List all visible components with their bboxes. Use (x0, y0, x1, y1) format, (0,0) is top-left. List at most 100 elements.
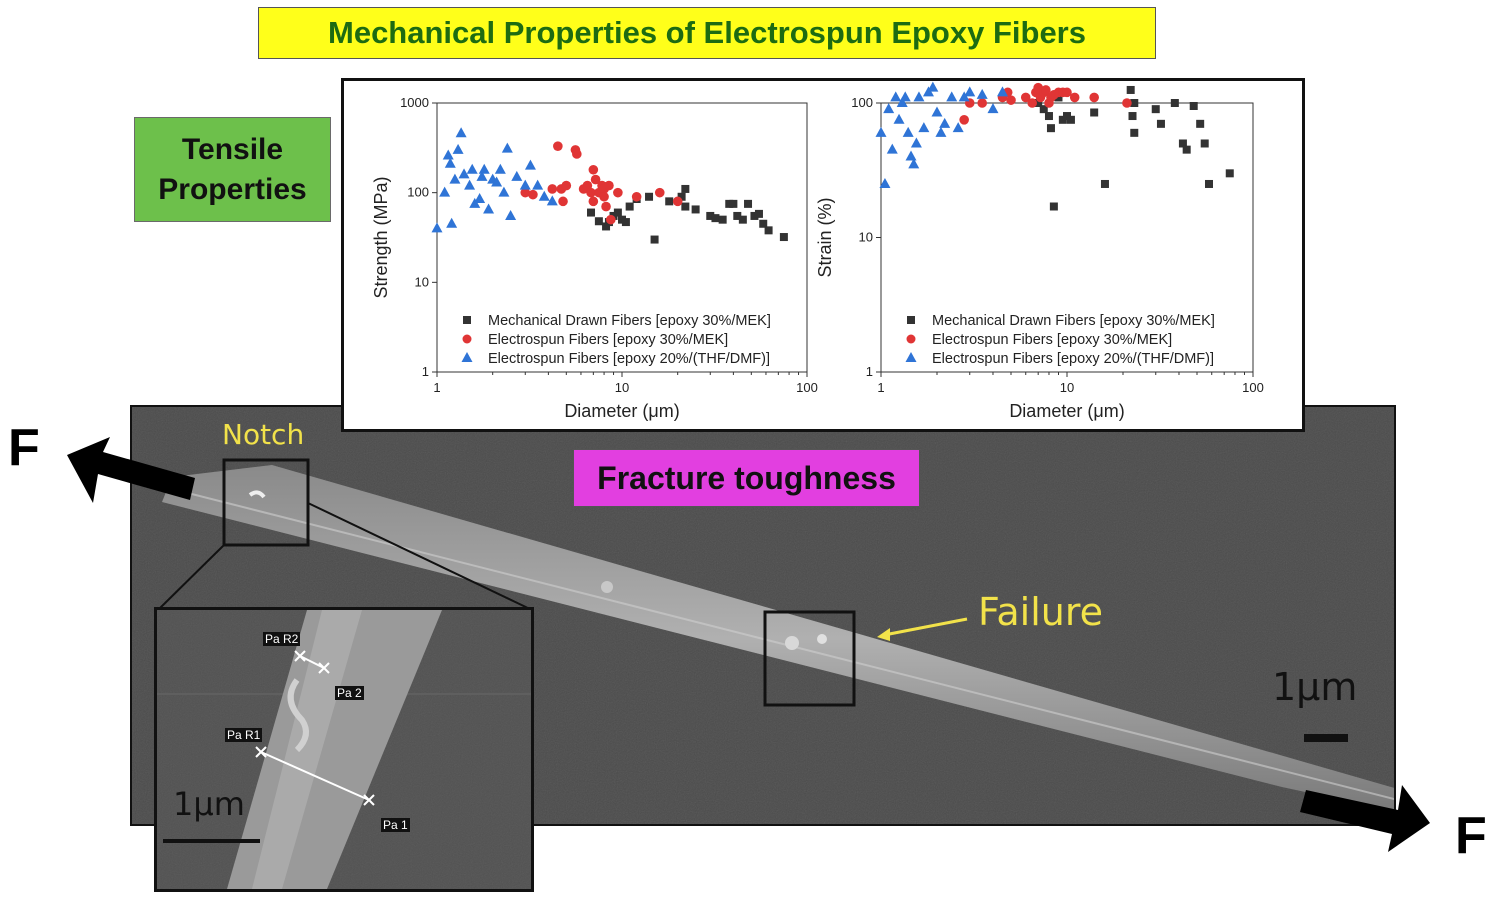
chart-1-point-electrospun-30 (599, 191, 609, 202)
chart-2-point-electrospun-20 (939, 117, 951, 128)
zoom-line-left (157, 544, 225, 611)
chart-2-point-mechanical (1034, 99, 1043, 107)
chart-2-point-electrospun-20 (875, 126, 887, 137)
chart-2-point-electrospun-20 (910, 137, 922, 148)
chart-1-x-tick-label: 10 (615, 380, 629, 395)
chart-2-point-mechanical (1200, 139, 1209, 148)
chart-2-point-mechanical (1196, 119, 1205, 128)
chart-2-y-tick-label: 100 (851, 95, 873, 110)
chart-1-y-tick-label: 100 (407, 185, 429, 200)
chart-1-y-tick-label: 10 (415, 274, 429, 289)
chart-2-point-mechanical (1054, 93, 1063, 102)
measure-line-2 (299, 655, 325, 669)
failure-debris (785, 636, 799, 650)
chart-2-point-mechanical (1046, 124, 1055, 133)
chart-1-point-electrospun-20 (446, 217, 458, 228)
chart-2-legend-marker (906, 334, 916, 344)
chart-2-point-electrospun-20 (908, 158, 920, 169)
chart-2-point-mechanical (1170, 99, 1179, 107)
chart-2-point-electrospun-20 (987, 103, 999, 114)
chart-2-legend-marker (907, 316, 915, 324)
chart-2-point-electrospun-20 (890, 91, 902, 102)
failure-arrow (883, 617, 968, 637)
chart-1-point-electrospun-30 (601, 201, 611, 212)
chart-1-point-mechanical (665, 197, 674, 206)
chart-2-point-electrospun-20 (958, 91, 970, 102)
force-arrow-right (1300, 785, 1430, 852)
figure-title: Mechanical Properties of Electrospun Epo… (328, 15, 1086, 50)
chart-1-point-mechanical (750, 211, 759, 220)
chart-1-point-mechanical (602, 222, 611, 231)
chart-1-point-electrospun-20 (519, 179, 531, 190)
scale-bar-inset-label: 1μm (173, 785, 245, 823)
scale-bar-inset (163, 839, 260, 843)
chart-1-point-electrospun-30 (604, 180, 614, 191)
chart-2-point-electrospun-20 (946, 91, 958, 102)
chart-2-point-mechanical (1058, 115, 1067, 124)
chart-2-point-mechanical (1204, 179, 1213, 188)
chart-1-point-mechanical (759, 219, 768, 228)
measure-label-pa-r2: Pa R2 (263, 632, 301, 646)
chart-1-point-electrospun-20 (483, 203, 495, 214)
chart-2-point-mechanical (1182, 145, 1191, 154)
chart-1-point-mechanical (625, 202, 634, 211)
chart-1-point-electrospun-20 (491, 176, 503, 187)
chart-1-point-mechanical (621, 218, 630, 227)
chart-2-point-electrospun-30 (1041, 85, 1051, 95)
chart-1-point-mechanical (691, 205, 700, 214)
chart-2-point-electrospun-20 (886, 143, 898, 154)
chart-1-point-mechanical (729, 199, 738, 208)
chart-2-point-electrospun-30 (1027, 98, 1038, 108)
chart-2-point-electrospun-20 (996, 86, 1008, 97)
chart-1-point-electrospun-20 (455, 127, 467, 138)
chart-2-point-electrospun-20 (902, 126, 914, 137)
chart-1-point-electrospun-20 (498, 186, 510, 197)
chart-1-point-electrospun-20 (452, 143, 464, 154)
chart-2-point-electrospun-30 (1069, 92, 1080, 103)
chart-1-point-electrospun-30 (528, 189, 538, 200)
chart-1-point-mechanical (744, 199, 753, 208)
inset-drawing (157, 610, 531, 889)
chart-1-point-electrospun-20 (524, 159, 536, 170)
chart-1-legend-label: Electrospun Fibers [epoxy 20%/(THF/DMF)] (488, 351, 770, 367)
chart-1-legend-marker (461, 352, 473, 362)
chart-1-legend-label: Mechanical Drawn Fibers [epoxy 30%/MEK] (488, 313, 771, 329)
chart-1-point-electrospun-30 (672, 196, 683, 207)
chart-2-point-electrospun-20 (899, 91, 911, 102)
chart-2-point-mechanical (1189, 101, 1198, 110)
chart-2-point-electrospun-30 (959, 115, 969, 125)
chart-1-point-electrospun-30 (588, 164, 599, 175)
chart-2-point-electrospun-20 (893, 113, 905, 124)
chart-1-point-mechanical (650, 235, 659, 244)
chart-2-point-mechanical (1130, 99, 1139, 107)
chart-2-x-tick-label: 10 (1060, 380, 1074, 395)
chart-1-point-electrospun-20 (458, 168, 470, 179)
chart-2-point-electrospun-20 (931, 106, 943, 117)
chart-2-point-mechanical (1049, 202, 1058, 211)
chart-2-point-electrospun-20 (976, 88, 988, 99)
scale-bar-main (1304, 734, 1348, 742)
chart-2-point-mechanical (1044, 112, 1053, 121)
chart-1-point-electrospun-20 (538, 190, 550, 201)
chart-2-point-mechanical (1128, 112, 1137, 121)
chart-2-point-electrospun-30 (977, 98, 987, 108)
chart-2-point-electrospun-20 (905, 150, 917, 161)
chart-2-point-electrospun-20 (964, 86, 976, 97)
chart-2-point-mechanical (1126, 85, 1135, 94)
chart-2-x-tick-label: 1 (877, 380, 884, 395)
chart-2-point-mechanical (1156, 119, 1165, 128)
chart-2-point-electrospun-20 (883, 103, 895, 114)
fracture-label-text: Fracture toughness (597, 459, 896, 496)
chart-2-point-mechanical (1039, 105, 1048, 114)
chart-2-point-electrospun-20 (913, 91, 925, 102)
chart-1-point-mechanical (706, 211, 715, 220)
chart-1-point-mechanical (738, 215, 747, 224)
chart-1-point-electrospun-20 (478, 163, 490, 174)
chart-1-point-mechanical (764, 226, 773, 235)
chart-1-point-electrospun-20 (442, 149, 454, 160)
chart-1-point-mechanical (613, 208, 622, 217)
chart-1-point-electrospun-20 (476, 170, 488, 181)
chart-2-point-mechanical (1066, 115, 1075, 124)
chart-2-y-tick-label: 1 (866, 364, 873, 379)
